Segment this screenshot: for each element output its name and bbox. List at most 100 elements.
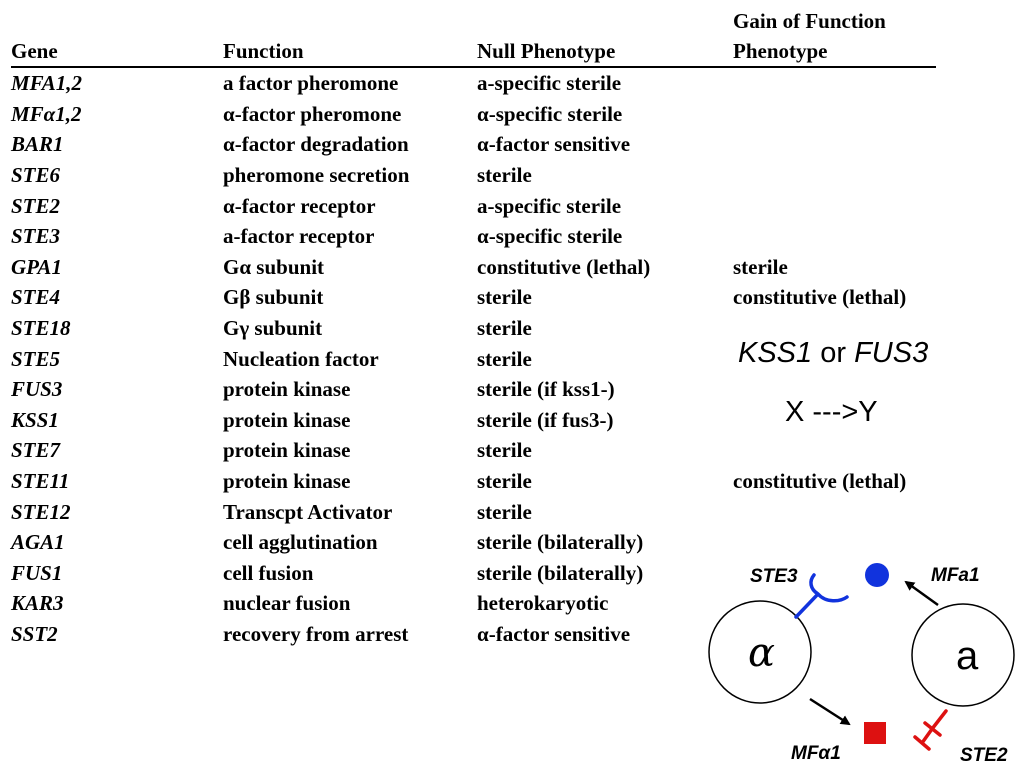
null-phenotype-cell: constitutive (lethal) <box>477 254 651 279</box>
gene-cell: SST2 <box>11 621 58 646</box>
header-gain-line1: Gain of Function <box>733 9 886 33</box>
gene-cell: STE18 <box>11 316 71 341</box>
null-phenotype-cell: a-specific sterile <box>477 71 622 96</box>
table-row: BAR1 α-factor degradation α-factor sensiti… <box>11 129 936 160</box>
gene-cell: GPA1 <box>11 254 62 279</box>
gene-cell: MFA1,2 <box>11 71 83 96</box>
table-row: MFα1,2 α-factor pheromone α-specific steri… <box>11 99 936 130</box>
header-gene: Gene <box>11 6 223 68</box>
gain-phenotype-cell <box>733 67 936 99</box>
null-phenotype-cell: sterile (if kss1-) <box>477 377 615 402</box>
null-phenotype-cell: heterokaryotic <box>477 591 609 616</box>
function-cell: a-factor receptor <box>223 224 375 249</box>
alpha-cell-letter: α <box>748 630 775 676</box>
gene-cell: STE2 <box>11 193 61 218</box>
function-cell: nuclear fusion <box>223 591 351 616</box>
a-cell <box>911 603 1015 707</box>
table-row: STE4 Gβ subunit sterile constitutive (letha… <box>11 282 936 313</box>
gene-cell: STE5 <box>11 346 61 371</box>
null-phenotype-cell: α-specific sterile <box>477 101 623 126</box>
function-cell: protein kinase <box>223 407 351 432</box>
gain-phenotype-cell <box>733 435 936 466</box>
gain-phenotype-cell: sterile <box>733 254 788 279</box>
table-row: STE6 pheromone secretion sterile <box>11 160 936 191</box>
gene-cell: STE6 <box>11 163 61 188</box>
null-phenotype-cell: sterile <box>477 285 532 310</box>
function-cell: pheromone secretion <box>223 163 410 188</box>
alpha-factor-pheromone-icon <box>864 722 886 744</box>
header-null-phenotype: Null Phenotype <box>477 6 733 68</box>
gain-phenotype-cell: constitutive (lethal) <box>733 285 907 310</box>
gene-cell: STE7 <box>11 438 61 463</box>
gain-phenotype-cell <box>733 160 936 191</box>
table-row: KSS1 protein kinase sterile (if fus3-) <box>11 405 936 436</box>
gene-cell: BAR1 <box>11 132 64 157</box>
function-cell: Nucleation factor <box>223 346 379 371</box>
alpha-cell <box>708 600 812 704</box>
null-phenotype-cell: α-specific sterile <box>477 224 623 249</box>
ste2-label: STE2 <box>960 745 1008 766</box>
null-phenotype-cell: sterile <box>477 346 532 371</box>
gain-phenotype-cell <box>733 99 936 130</box>
function-cell: α-factor degradation <box>223 132 409 157</box>
null-phenotype-cell: α-factor sensitive <box>477 621 631 646</box>
table-header-row: Gene Function Null Phenotype Gain of Fun… <box>11 6 936 68</box>
gene-cell: KSS1 <box>11 407 59 432</box>
function-cell: Transcpt Activator <box>223 499 393 524</box>
null-phenotype-cell: sterile <box>477 316 532 341</box>
kinase-connector: or <box>820 337 847 369</box>
header-function: Function <box>223 6 477 68</box>
null-phenotype-cell: a-specific sterile <box>477 193 622 218</box>
null-phenotype-cell: sterile <box>477 438 532 463</box>
table-row: STE3 a-factor receptor α-specific sterile <box>11 221 936 252</box>
table-row: MFA1,2 a factor pheromone a-specific steri… <box>11 67 936 99</box>
kinase-alternatives: KSS1 or FUS3 <box>738 337 928 370</box>
mfalpha1-label: MFα1 <box>791 743 841 764</box>
function-cell: a factor pheromone <box>223 71 399 96</box>
function-cell: α-factor pheromone <box>223 101 402 126</box>
function-cell: cell agglutination <box>223 530 378 555</box>
table-row: STE5 Nucleation factor sterile <box>11 343 936 374</box>
gain-phenotype-cell <box>733 221 936 252</box>
gene-cell: MFα1,2 <box>11 101 82 126</box>
ste2-receptor-icon <box>913 709 948 751</box>
mating-diagram: α a STE3 MFa1 MFα1 STE2 <box>708 563 1015 766</box>
function-cell: α-factor receptor <box>223 193 376 218</box>
gene-cell: STE3 <box>11 224 61 249</box>
ste3-label: STE3 <box>750 566 798 587</box>
ste3-receptor-icon <box>794 573 849 619</box>
gene-cell: FUS3 <box>11 377 63 402</box>
function-cell: Gβ subunit <box>223 285 324 310</box>
kinase-gene-1: KSS1 <box>738 337 813 369</box>
null-phenotype-cell: α-factor sensitive <box>477 132 631 157</box>
null-phenotype-cell: sterile (bilaterally) <box>477 560 644 585</box>
gain-phenotype-cell <box>733 190 936 221</box>
header-gain-line2: Phenotype <box>733 39 828 63</box>
null-phenotype-cell: sterile (bilaterally) <box>477 530 644 555</box>
alpha-factor-secretion-arrow-icon <box>809 697 851 726</box>
gene-cell: STE4 <box>11 285 61 310</box>
null-phenotype-cell: sterile <box>477 163 532 188</box>
function-cell: cell fusion <box>223 560 314 585</box>
function-cell: recovery from arrest <box>223 621 409 646</box>
table-body: MFA1,2 a factor pheromone a-specific steri… <box>11 67 936 649</box>
null-phenotype-cell: sterile (if fus3-) <box>477 407 614 432</box>
gain-phenotype-cell: constitutive (lethal) <box>733 469 907 494</box>
a-cell-letter: a <box>956 634 979 678</box>
null-phenotype-cell: sterile <box>477 499 532 524</box>
gain-phenotype-cell <box>733 527 936 558</box>
table-row: STE2 α-factor receptor a-specific sterile <box>11 190 936 221</box>
null-phenotype-cell: sterile <box>477 469 532 494</box>
gene-cell: STE11 <box>11 469 70 494</box>
kinase-reaction: X --->Y <box>785 396 878 428</box>
kinase-gene-2: FUS3 <box>854 337 929 369</box>
a-factor-secretion-arrow-icon <box>904 580 939 607</box>
